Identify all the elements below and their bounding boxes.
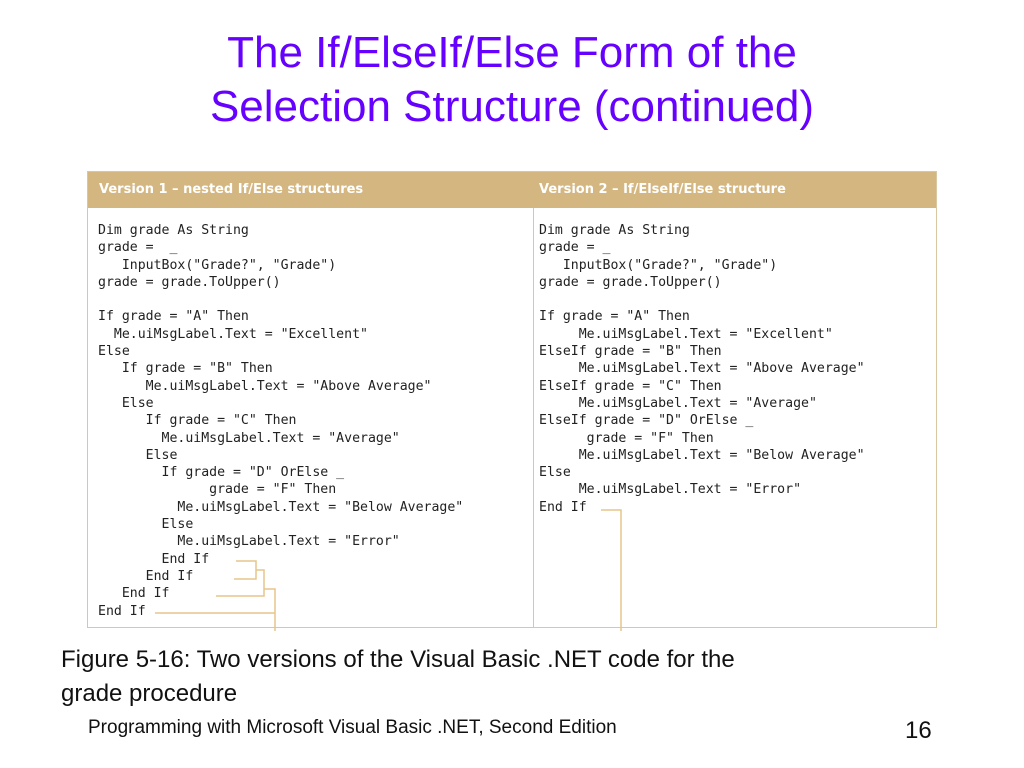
version2-code: Dim grade As String grade = _ InputBox("… (539, 223, 865, 515)
end-if-connector-lines (155, 509, 622, 631)
figure-header: Version 1 – nested If/Else structures Ve… (88, 172, 936, 208)
end-if-bracket-inner (234, 560, 257, 580)
end-if-bracket-middle (216, 569, 265, 597)
page-number: 16 (905, 717, 932, 744)
caption-line2: grade procedure (61, 680, 238, 707)
figure-caption: Figure 5-16: Two versions of the Visual … (61, 643, 961, 711)
version1-heading: Version 1 – nested If/Else structures (99, 182, 364, 197)
caption-line1: Figure 5-16: Two versions of the Visual … (61, 646, 735, 673)
end-if-bracket-version2 (601, 509, 622, 631)
slide-title: The If/ElseIf/Else Form of the Selection… (0, 26, 1024, 134)
code-comparison-figure: Version 1 – nested If/Else structures Ve… (87, 171, 937, 631)
version2-heading: Version 2 – If/ElseIf/Else structure (539, 182, 786, 197)
footer-book-title: Programming with Microsoft Visual Basic … (88, 717, 617, 738)
end-if-bracket-outer (264, 588, 276, 631)
version1-code: Dim grade As String grade = _ InputBox("… (98, 223, 464, 619)
column-divider (533, 208, 534, 627)
slide-title-line1: The If/ElseIf/Else Form of the (227, 28, 797, 77)
slide-title-line2: Selection Structure (continued) (209, 82, 815, 131)
